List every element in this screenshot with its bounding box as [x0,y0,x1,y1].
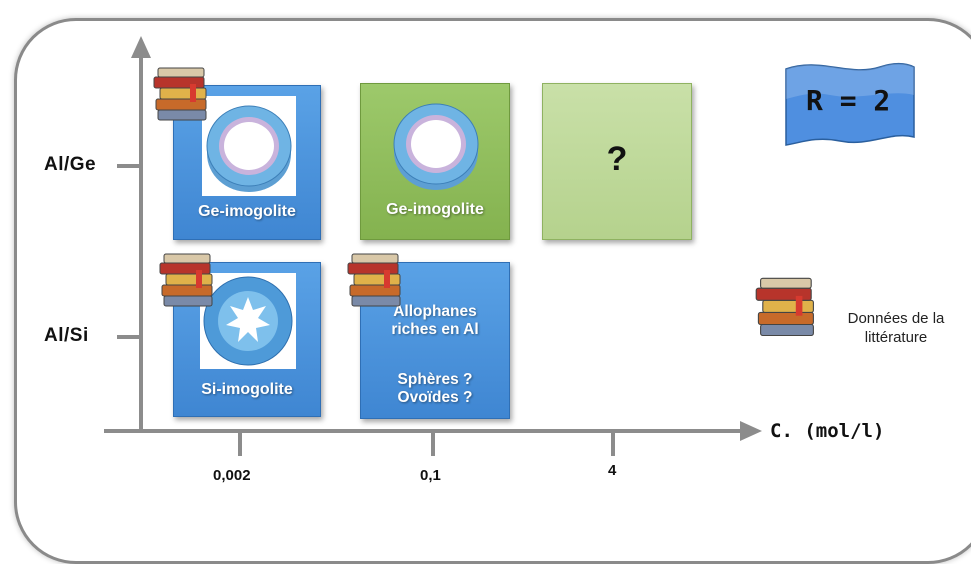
x-axis-arrowhead [740,421,762,441]
y-label-alge: Al/Ge [44,154,97,175]
x-tick-label-3: 4 [608,462,617,479]
card-line: Allophanes [393,303,477,320]
nanotube-icon [200,273,296,369]
books-icon [153,67,207,121]
ratio-flag [785,62,915,146]
card-line: Ovoïdes ? [397,389,473,406]
card-label: Ge-imogolite [386,201,484,218]
card-unknown: ? [542,83,692,240]
nanotube-icon [202,96,296,196]
legend-line-1: Données de la [847,310,945,327]
books-icon [755,277,814,337]
ratio-text: R = 2 [806,84,891,117]
x-tick-label-1: 0,002 [213,467,251,484]
books-icon [159,253,213,307]
card-line: riches en Al [391,321,479,338]
card-label: Si-imogolite [201,381,293,398]
axes [104,36,762,456]
y-axis-arrowhead [131,36,151,58]
card-label: Ge-imogolite [198,203,296,220]
question-mark: ? [606,140,628,178]
x-axis-label: C. (mol/l) [770,420,885,442]
card-ge-imogolite-mid: Ge-imogolite [360,83,510,240]
x-tick-label-2: 0,1 [420,467,441,484]
y-label-alsi: Al/Si [44,325,89,346]
legend-line-2: littérature [864,329,928,346]
nanotube-icon [389,94,483,194]
card-line: Sphères ? [397,371,473,388]
books-icon [347,253,401,307]
